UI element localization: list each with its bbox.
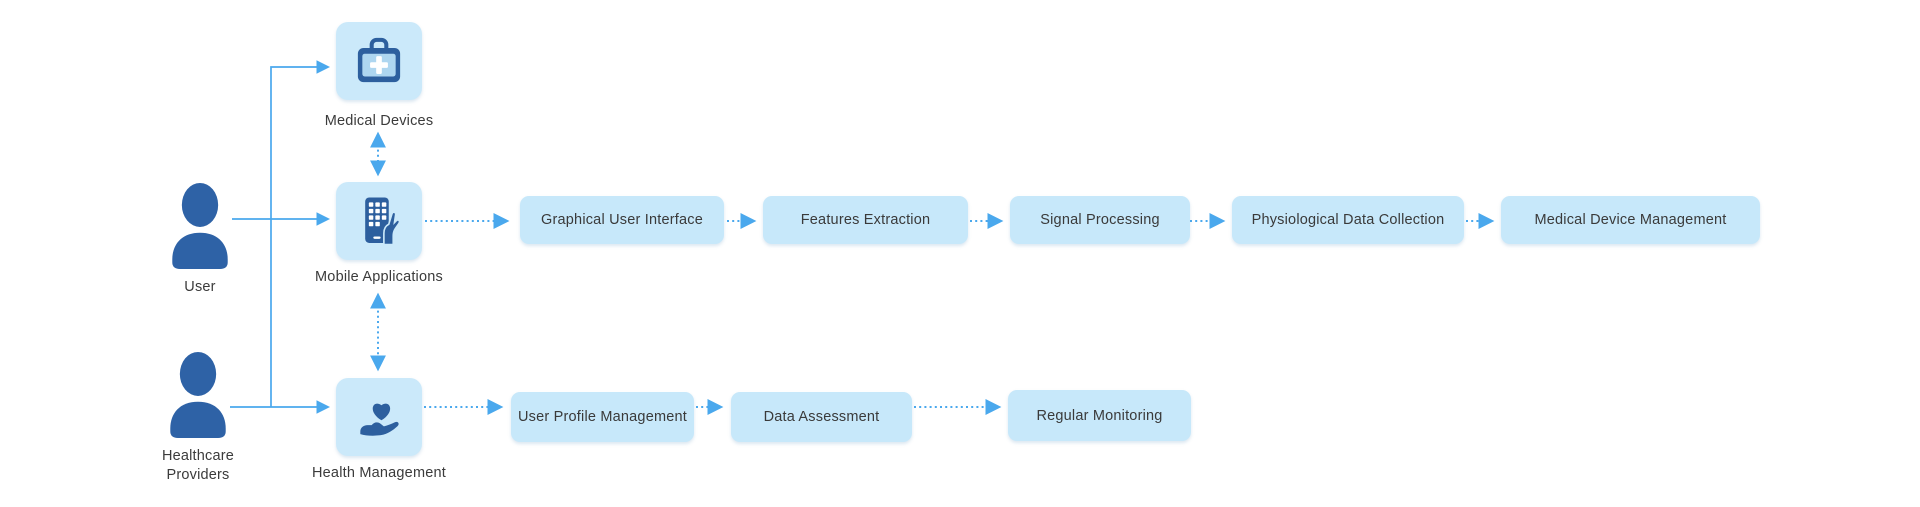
health-management-node [336, 378, 422, 456]
heart-in-hand-icon [360, 403, 399, 436]
flow-box-label: User Profile Management [517, 409, 687, 425]
mobile-phone-hand-icon [365, 197, 401, 246]
healthcare-providers-label: Healthcare Providers [161, 448, 235, 483]
medical-devices-label: Medical Devices [324, 113, 434, 129]
medical-devices-node [336, 22, 422, 100]
flow-box-regular-monitoring: Regular Monitoring [1008, 390, 1191, 441]
flow-box-label: Signal Processing [1040, 212, 1160, 228]
healthcare-providers-actor [163, 352, 233, 438]
flow-box-user-profile-management: User Profile Management [511, 392, 694, 442]
flow-box-medical-device-management: Medical Device Management [1501, 196, 1760, 244]
first-aid-kit-icon [357, 37, 401, 83]
mobile-applications-label: Mobile Applications [315, 269, 443, 285]
flow-box-label: Physiological Data Collection [1251, 212, 1445, 228]
user-actor [165, 183, 235, 269]
flow-box-graphical-user-interface: Graphical User Interface [520, 196, 724, 244]
flow-box-physiological-data-collection: Physiological Data Collection [1232, 196, 1464, 244]
flow-box-features-extraction: Features Extraction [763, 196, 968, 244]
mobile-applications-node [336, 182, 422, 260]
flow-box-label: Features Extraction [800, 212, 931, 228]
flow-box-label: Graphical User Interface [541, 212, 703, 228]
flow-box-signal-processing: Signal Processing [1010, 196, 1190, 244]
flow-box-label: Regular Monitoring [1036, 407, 1163, 424]
flow-box-data-assessment: Data Assessment [731, 392, 912, 442]
person-icon [172, 183, 228, 269]
user-label: User [184, 279, 216, 295]
flow-box-label: Medical Device Management [1534, 212, 1727, 228]
person-icon [170, 352, 226, 438]
flow-box-label: Data Assessment [763, 409, 880, 425]
health-management-label: Health Management [312, 465, 446, 481]
